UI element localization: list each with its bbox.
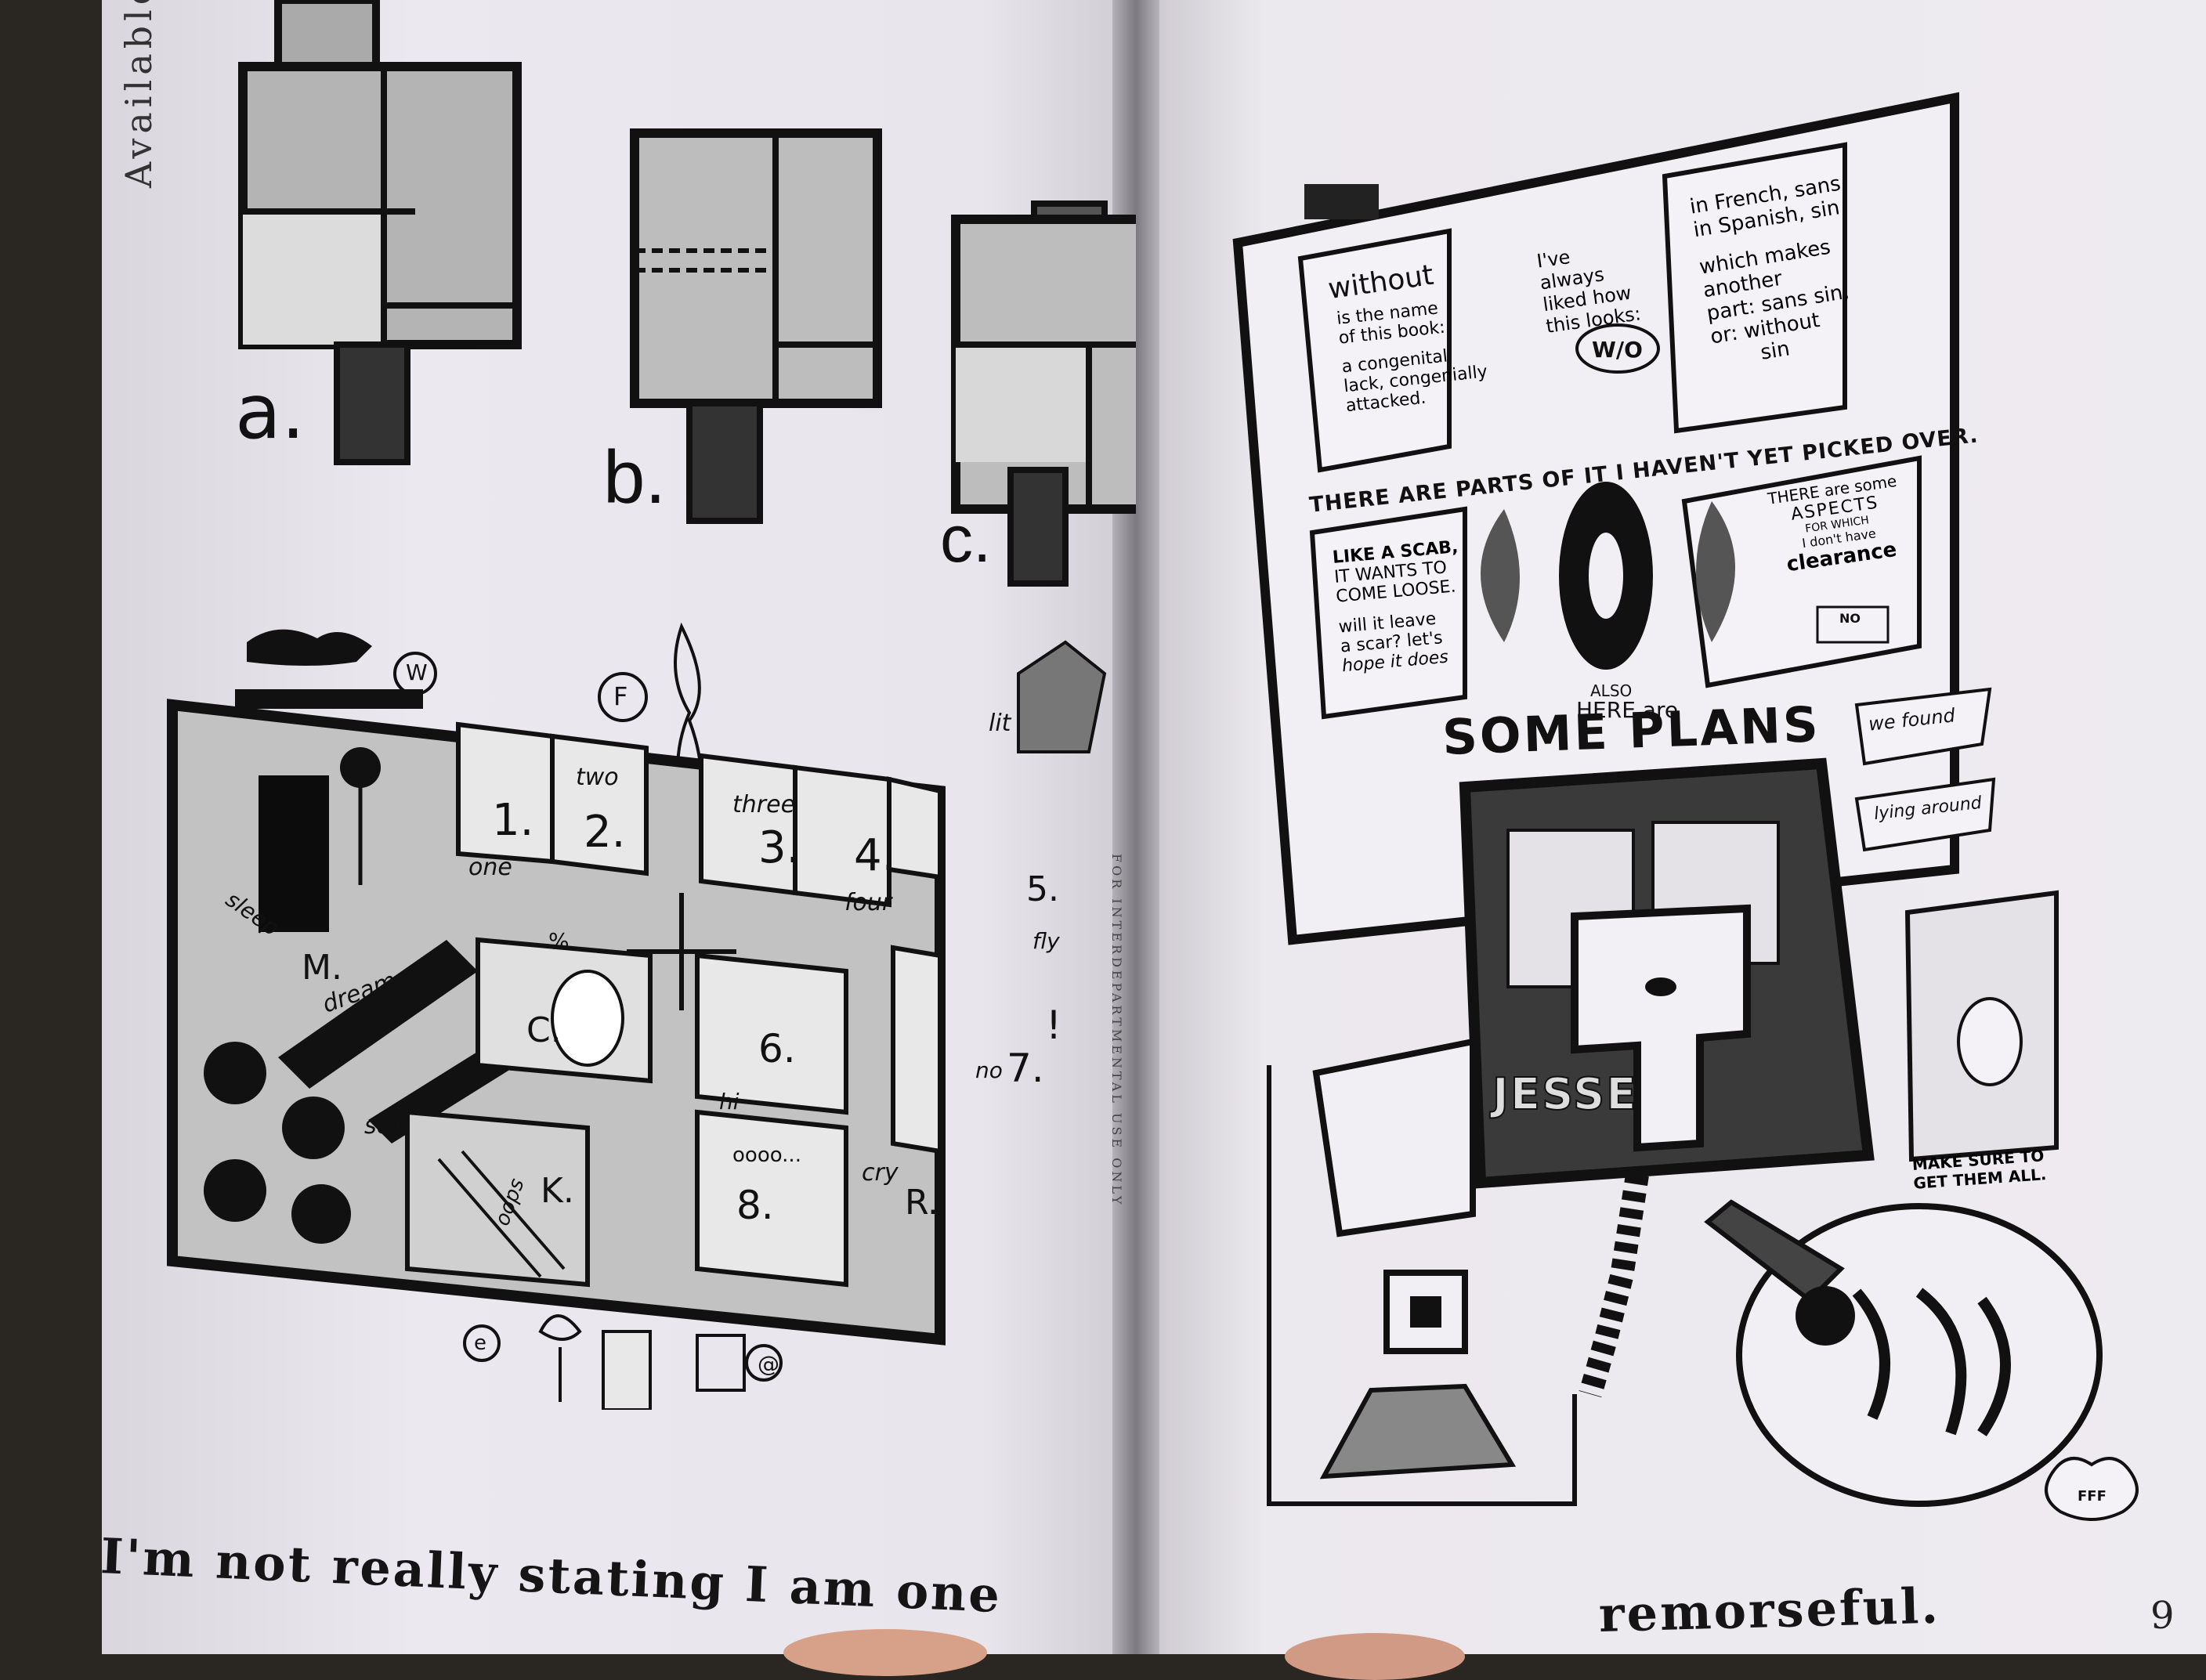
label-self: self (364, 1112, 406, 1140)
fish-drawing (247, 629, 372, 666)
room-3-number: 3. (758, 822, 801, 873)
room-2-number: 2. (584, 807, 626, 858)
puff-cloud (2045, 1457, 2139, 1521)
also-label: ALSO (1590, 681, 1633, 700)
label-e: e (474, 1331, 486, 1355)
label-hi: hi (719, 1089, 740, 1115)
wo-symbol: W/O (1592, 337, 1643, 363)
figure-head (340, 747, 381, 788)
panel-scab-text: LIKE A SCAB, IT WANTS TO COME LOOSE. wil… (1332, 537, 1468, 676)
panel-always-liked: I've always liked how this looks: (1535, 237, 1642, 338)
panel-sans-sin-text: in French, sans in Spanish, sin which ma… (1688, 172, 1867, 373)
panel-clearance-text: THERE are some ASPECTS FOR WHICH I don't… (1767, 471, 1908, 578)
room-2-word: two (576, 764, 619, 791)
room-3-word: three (732, 791, 796, 818)
label-exclaim: ! (1046, 1003, 1062, 1048)
label-at: @ (758, 1351, 779, 1377)
room-7-number: 7. (1007, 1046, 1044, 1091)
room-r-label: R. (905, 1183, 938, 1223)
panel-without-body: is the name of this book: a congenital l… (1336, 294, 1491, 416)
label-fly: fly (1032, 928, 1060, 954)
left-tower (1312, 1038, 1476, 1237)
room-1-word: one (468, 854, 512, 881)
fingertip-right (1285, 1633, 1465, 1680)
dark-door (259, 775, 329, 932)
label-dots: oooo... (732, 1143, 801, 1167)
tape-strip (1304, 184, 1379, 219)
panel-sans-sin (1662, 142, 1847, 434)
sign-no: NO (1839, 611, 1861, 626)
label-f: F (613, 681, 628, 711)
right-page-comic (1232, 92, 2139, 1521)
here-are-label: HERE are (1576, 697, 1679, 723)
fff-label: FFF (2078, 1488, 2107, 1505)
fingertip (783, 1629, 987, 1676)
unit-floor-plans (238, 0, 1136, 587)
room-k-label: K. (541, 1171, 574, 1211)
label-w: W (406, 659, 428, 685)
panel-clearance (1681, 455, 1922, 688)
stair-tower (1017, 640, 1107, 753)
w-circle (393, 652, 437, 695)
unit-label-c: c. (940, 502, 992, 576)
panel-without (1297, 228, 1452, 473)
page-number: 9 (2150, 1594, 2175, 1638)
panel-scab (1309, 506, 1467, 720)
room-4-number: 4. (854, 830, 896, 881)
unit-c-plan (951, 201, 1136, 587)
label-percent: % (548, 928, 570, 954)
house-map-drawing (167, 622, 1107, 1410)
ribbon-we-found (1854, 687, 1992, 766)
right-caption: remorseful. (1598, 1577, 1941, 1643)
room-m-label: M. (302, 948, 342, 988)
label-lit: lit (989, 710, 1011, 737)
unit-label-b: b. (603, 435, 667, 519)
room-8-number: 8. (736, 1183, 774, 1228)
f-circle (598, 672, 648, 722)
pyramid-drawing (1319, 1383, 1517, 1479)
room-1-number: 1. (492, 795, 534, 846)
room-4-word: four (844, 889, 892, 916)
room-6-number: 6. (758, 1026, 796, 1071)
room-c-label: C. (526, 1010, 562, 1050)
ribbon-lying-around (1854, 777, 1996, 852)
room-5-number: 5. (1026, 869, 1059, 909)
label-no: no (975, 1057, 1003, 1083)
unit-b-plan (630, 128, 882, 524)
left-scab-wing (1481, 509, 1520, 642)
label-cry: cry (862, 1159, 899, 1187)
stair-path (1579, 1172, 1649, 1398)
right-scab-wing (1696, 501, 1735, 642)
unit-label-a: a. (235, 368, 306, 456)
jesse-label: JESSE (1492, 1068, 1638, 1121)
interdepartmental-note: FOR INTERDEPARTMENTAL USE ONLY (1109, 854, 1124, 1208)
unit-a-plan (238, 0, 522, 465)
wo-symbol-bubble (1575, 323, 1660, 374)
